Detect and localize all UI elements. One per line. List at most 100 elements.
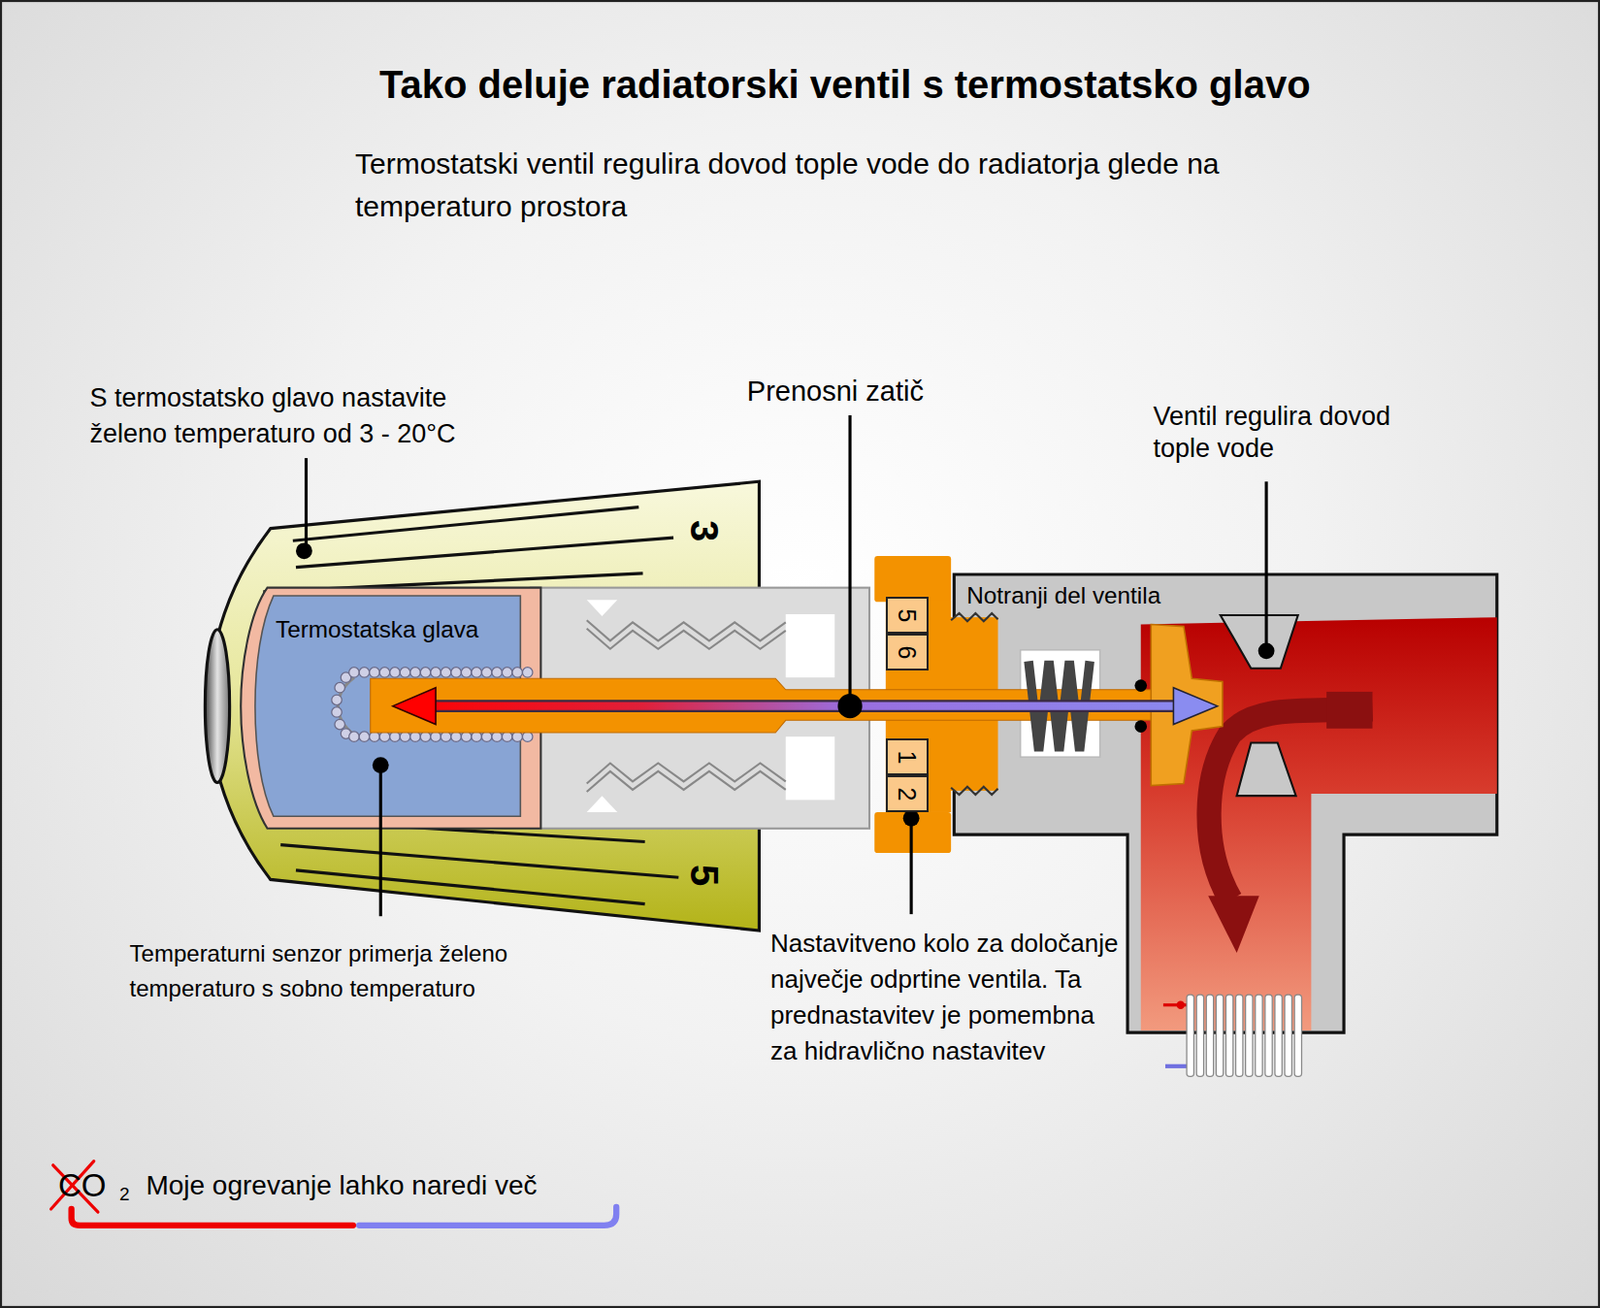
scale-lines <box>295 537 674 567</box>
valve-body-region: Notranji del ventila <box>953 574 1498 1033</box>
scale-digit: 6 <box>893 645 922 659</box>
flow-arrow <box>1208 895 1260 953</box>
logo-slogan: Moje ogrevanje lahko naredi več <box>145 1169 537 1203</box>
logo-marks <box>51 1161 618 1226</box>
head-sleeve <box>785 736 835 800</box>
sensor-bellows <box>451 667 462 679</box>
head-sleeve <box>587 599 619 617</box>
sensor-bellows <box>331 694 343 706</box>
flow-arrow <box>1326 691 1372 729</box>
sensor-bellows <box>349 731 360 743</box>
radiator-fin <box>1225 994 1233 1077</box>
sensor-bellows <box>471 667 483 679</box>
sensor-bellows <box>334 718 346 730</box>
leader-line <box>304 457 308 552</box>
radiator-fin <box>1196 994 1204 1077</box>
valve-body <box>1237 742 1297 796</box>
logo-text: CO <box>58 1166 107 1206</box>
sensor-bellows <box>420 667 431 679</box>
radiator-fin <box>1215 994 1223 1077</box>
subtitle-text: Termostatski ventil regulira dovod tople… <box>355 142 1322 229</box>
sensor-bellows <box>334 682 346 693</box>
logo-subscript: 2 <box>119 1183 131 1207</box>
leader-line <box>372 756 390 774</box>
region-name: Termostatska glava <box>275 616 519 644</box>
leader-line <box>295 542 313 559</box>
sensor-bellows <box>501 667 513 679</box>
scale-box: 2 <box>885 775 929 813</box>
radiator-icon <box>1165 1064 1187 1069</box>
leader-line <box>903 810 920 827</box>
callout-text: S termostatsko glavo nastavite želeno te… <box>90 380 520 453</box>
leader-line <box>910 817 914 915</box>
flow-arrow <box>1208 709 1372 901</box>
force-arrow <box>408 701 1184 710</box>
radiator-fin <box>1274 994 1282 1077</box>
radiator-fin <box>1294 994 1302 1077</box>
callout-text: Nastavitveno kolo za določanje največje … <box>770 925 1125 1070</box>
sensor-bellows <box>410 667 422 679</box>
valve-body <box>1141 617 1498 1031</box>
leader-line <box>848 415 851 707</box>
sensor-bellows <box>399 667 411 679</box>
force-arrow <box>1173 687 1217 725</box>
thermostat-head <box>204 629 229 784</box>
sensor-bellows <box>359 731 370 743</box>
radiator-fin <box>1265 994 1273 1077</box>
valve-plug <box>1134 679 1147 692</box>
valve-body <box>953 574 1497 1033</box>
sensor-bellows <box>331 707 343 719</box>
sensor-bellows <box>460 667 472 679</box>
logo-marks <box>359 1207 617 1226</box>
radiator-fin <box>1236 994 1243 1077</box>
force-arrow <box>392 687 1218 725</box>
sensor-bellows <box>512 667 523 679</box>
sensor-bellows <box>369 667 381 679</box>
scale-box: 1 <box>885 738 929 776</box>
scale-lines <box>295 870 646 905</box>
force-arrow <box>408 699 1184 713</box>
head-sleeve <box>587 620 786 641</box>
radiator-icon <box>1163 994 1303 1077</box>
sensor-bellows <box>430 667 442 679</box>
sensor-bellows <box>349 667 360 679</box>
scale-digit: 5 <box>893 608 922 622</box>
callout-text: Ventil regulira dovod tople vode <box>1152 400 1408 465</box>
callout-text: Temperaturni senzor primerja želeno temp… <box>130 936 567 1007</box>
adjustment-ring <box>950 613 998 621</box>
leader-line <box>1258 642 1275 659</box>
adjustment-ring <box>874 555 951 602</box>
valve-body <box>1220 615 1299 669</box>
force-arrow <box>392 687 436 725</box>
scale-lines <box>293 507 640 542</box>
flow-arrow <box>1208 691 1372 953</box>
radiator-fin <box>1206 994 1213 1077</box>
region-name: Notranji del ventila <box>966 582 1498 610</box>
head-sleeve <box>587 795 619 813</box>
head-sleeve <box>587 763 786 784</box>
sensor-region: Termostatska glava <box>257 596 519 815</box>
scale-box: 5 <box>885 596 929 634</box>
head-sleeve <box>587 628 786 650</box>
head-sleeve <box>587 771 786 792</box>
logo-marks <box>71 1208 354 1226</box>
leader-line <box>379 765 383 917</box>
scale-digit: 2 <box>893 786 922 801</box>
scale-number: 3 <box>685 520 724 542</box>
leader-line <box>1265 481 1269 652</box>
valve-plug <box>1134 719 1147 733</box>
scale-lines <box>280 845 679 879</box>
leader-line <box>837 693 862 719</box>
sensor-bellows <box>440 667 452 679</box>
sensor-bellows <box>522 667 533 679</box>
radiator-fin <box>1284 994 1292 1077</box>
valve-body <box>953 574 1497 1033</box>
scale-digit: 1 <box>893 750 922 764</box>
radiator-icon <box>1176 1001 1185 1010</box>
sensor-bellows <box>379 667 391 679</box>
leader-line <box>295 415 1275 916</box>
diagram-title: Tako deluje radiatorski ventil s termost… <box>232 61 1458 108</box>
